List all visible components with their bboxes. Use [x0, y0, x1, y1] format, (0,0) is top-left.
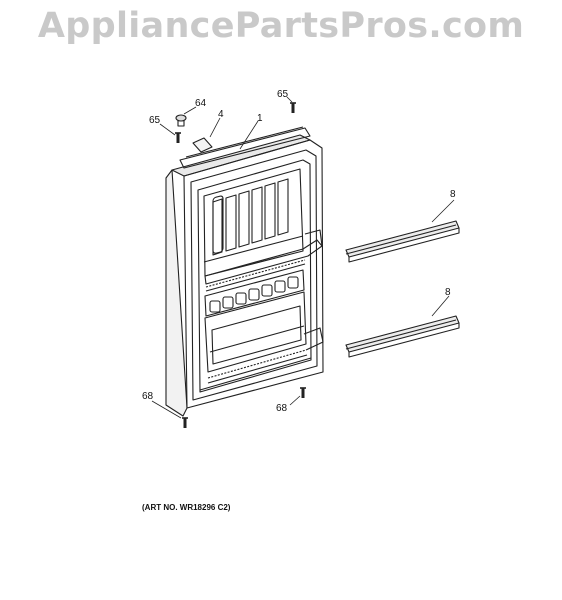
callout-label: 65 — [149, 115, 161, 126]
screw-bottom-left-part — [182, 417, 188, 428]
callout-label: 68 — [276, 403, 288, 414]
egg-tray — [204, 269, 305, 317]
screw-right-part — [290, 102, 296, 113]
label-plate-part — [192, 137, 213, 153]
callout-label: 65 — [277, 89, 289, 100]
screw-bottom-right-part — [300, 387, 306, 398]
callout-label: 8 — [450, 189, 456, 200]
door-assembly — [165, 126, 324, 417]
watermark: AppliancePartsPros.com — [37, 6, 525, 46]
callout-label: 4 — [218, 109, 224, 120]
callout-label: 1 — [257, 113, 263, 124]
upper-dairy-cells — [212, 178, 289, 256]
shelf-rail-upper — [345, 220, 460, 263]
callout-label: 64 — [195, 98, 207, 109]
callouts: 65 64 4 1 65 8 8 68 68 — [142, 89, 456, 414]
screw-left-part — [175, 132, 181, 143]
leader-lines — [151, 96, 455, 419]
callout-label: 68 — [142, 391, 154, 402]
plug-part — [175, 114, 187, 127]
callout-label: 8 — [445, 287, 451, 298]
shelf-rail-lower — [345, 315, 460, 358]
art-number: (ART NO. WR18296 C2) — [142, 503, 231, 512]
